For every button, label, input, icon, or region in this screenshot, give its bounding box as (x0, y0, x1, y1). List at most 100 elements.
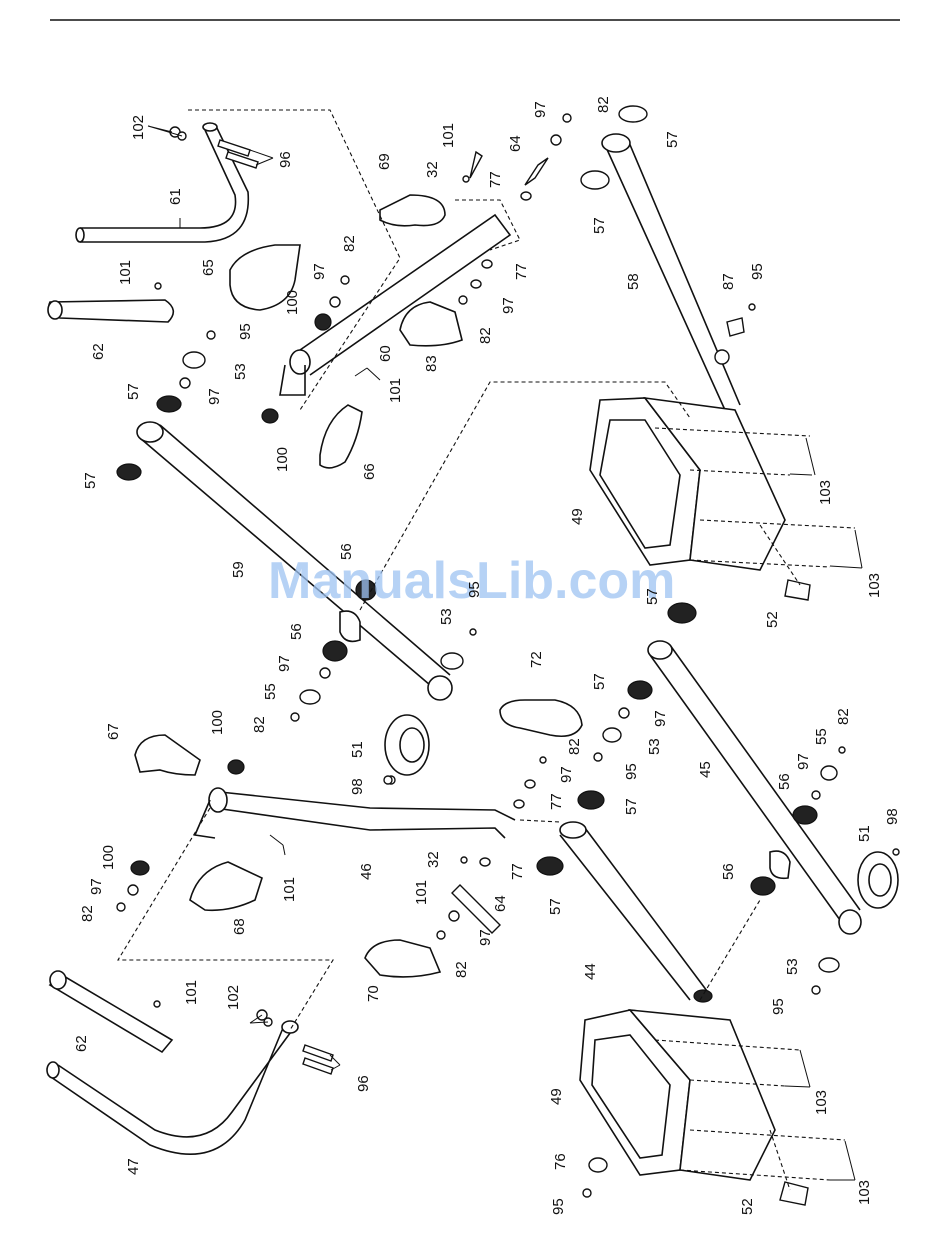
label-97: 97 (558, 766, 575, 783)
label-97: 97 (500, 297, 517, 314)
label-77: 77 (509, 863, 526, 880)
label-82: 82 (835, 708, 852, 725)
label-100: 100 (209, 710, 226, 735)
label-57: 57 (125, 383, 142, 400)
label-72: 72 (528, 651, 545, 668)
label-58: 58 (625, 273, 642, 290)
label-98: 98 (349, 778, 366, 795)
pedal-49-top (589, 396, 786, 571)
label-97: 97 (88, 878, 105, 895)
label-82: 82 (341, 235, 358, 252)
upright-45 (647, 640, 862, 935)
label-45: 45 (697, 761, 714, 778)
label-51: 51 (856, 825, 873, 842)
label-96: 96 (355, 1075, 372, 1092)
pedal-49-bottom (579, 1009, 776, 1181)
label-51: 51 (349, 741, 366, 758)
label-56: 56 (288, 623, 305, 640)
label-82: 82 (79, 905, 96, 922)
label-101: 101 (440, 123, 457, 148)
grip-62-top (47, 299, 175, 323)
handlebar-47 (46, 1020, 299, 1155)
label-101: 101 (183, 980, 200, 1005)
label-82: 82 (566, 738, 583, 755)
label-57: 57 (547, 898, 564, 915)
label-101: 101 (281, 877, 298, 902)
label-70: 70 (365, 985, 382, 1002)
upper-arm-60 (279, 213, 512, 396)
label-69: 69 (376, 153, 393, 170)
label-57: 57 (664, 131, 681, 148)
label-100: 100 (284, 290, 301, 315)
label-97: 97 (652, 710, 669, 727)
label-102: 102 (225, 985, 242, 1010)
grip-62-bottom (48, 970, 174, 1054)
label-103: 103 (856, 1180, 873, 1205)
label-64: 64 (507, 135, 524, 152)
cover-65 (229, 244, 301, 311)
upright-59 (136, 421, 453, 701)
watermark: ManualsLib.com (268, 552, 675, 610)
label-87: 87 (720, 273, 737, 290)
label-53: 53 (784, 958, 801, 975)
label-77: 77 (548, 793, 565, 810)
leader-lines (147, 125, 863, 1181)
handlebar-61 (75, 122, 250, 243)
label-95: 95 (623, 763, 640, 780)
label-97: 97 (276, 655, 293, 672)
upright-58 (601, 133, 741, 411)
label-49: 49 (569, 508, 586, 525)
label-68: 68 (231, 918, 248, 935)
label-77: 77 (487, 171, 504, 188)
label-101: 101 (387, 378, 404, 403)
wheel-51-top (384, 714, 430, 776)
label-97: 97 (532, 101, 549, 118)
cover-66 (319, 404, 363, 469)
label-100: 100 (274, 447, 291, 472)
label-67: 67 (105, 723, 122, 740)
label-57: 57 (644, 588, 661, 605)
label-82: 82 (453, 961, 470, 978)
label-100: 100 (100, 845, 117, 870)
cap-69 (379, 194, 446, 227)
lower-arm-46 (193, 787, 516, 839)
label-65: 65 (200, 259, 217, 276)
label-101: 101 (413, 880, 430, 905)
label-97: 97 (311, 263, 328, 280)
label-62: 62 (90, 343, 107, 360)
label-77: 77 (513, 263, 530, 280)
label-56: 56 (776, 773, 793, 790)
label-55: 55 (813, 728, 830, 745)
label-61: 61 (167, 188, 184, 205)
label-52: 52 (764, 611, 781, 628)
label-64: 64 (492, 895, 509, 912)
label-97: 97 (206, 388, 223, 405)
label-66: 66 (361, 463, 378, 480)
label-53: 53 (438, 608, 455, 625)
label-62: 62 (73, 1035, 90, 1052)
label-47: 47 (125, 1158, 142, 1175)
label-56: 56 (338, 543, 355, 560)
label-95: 95 (550, 1198, 567, 1215)
label-95: 95 (770, 998, 787, 1015)
cover-67 (134, 734, 201, 776)
label-82: 82 (595, 96, 612, 113)
label-103: 103 (813, 1090, 830, 1115)
wheel-51-bottom (857, 851, 899, 909)
label-57: 57 (591, 673, 608, 690)
label-57: 57 (623, 798, 640, 815)
label-53: 53 (646, 738, 663, 755)
label-32: 32 (424, 161, 441, 178)
label-96: 96 (277, 151, 294, 168)
label-46: 46 (358, 863, 375, 880)
label-97: 97 (795, 753, 812, 770)
hardware-small-parts (116, 105, 900, 1206)
label-57: 57 (591, 217, 608, 234)
cap-72 (499, 699, 583, 738)
label-82: 82 (251, 716, 268, 733)
cover-68 (189, 861, 263, 912)
label-49: 49 (548, 1088, 565, 1105)
label-60: 60 (377, 345, 394, 362)
label-95: 95 (749, 263, 766, 280)
